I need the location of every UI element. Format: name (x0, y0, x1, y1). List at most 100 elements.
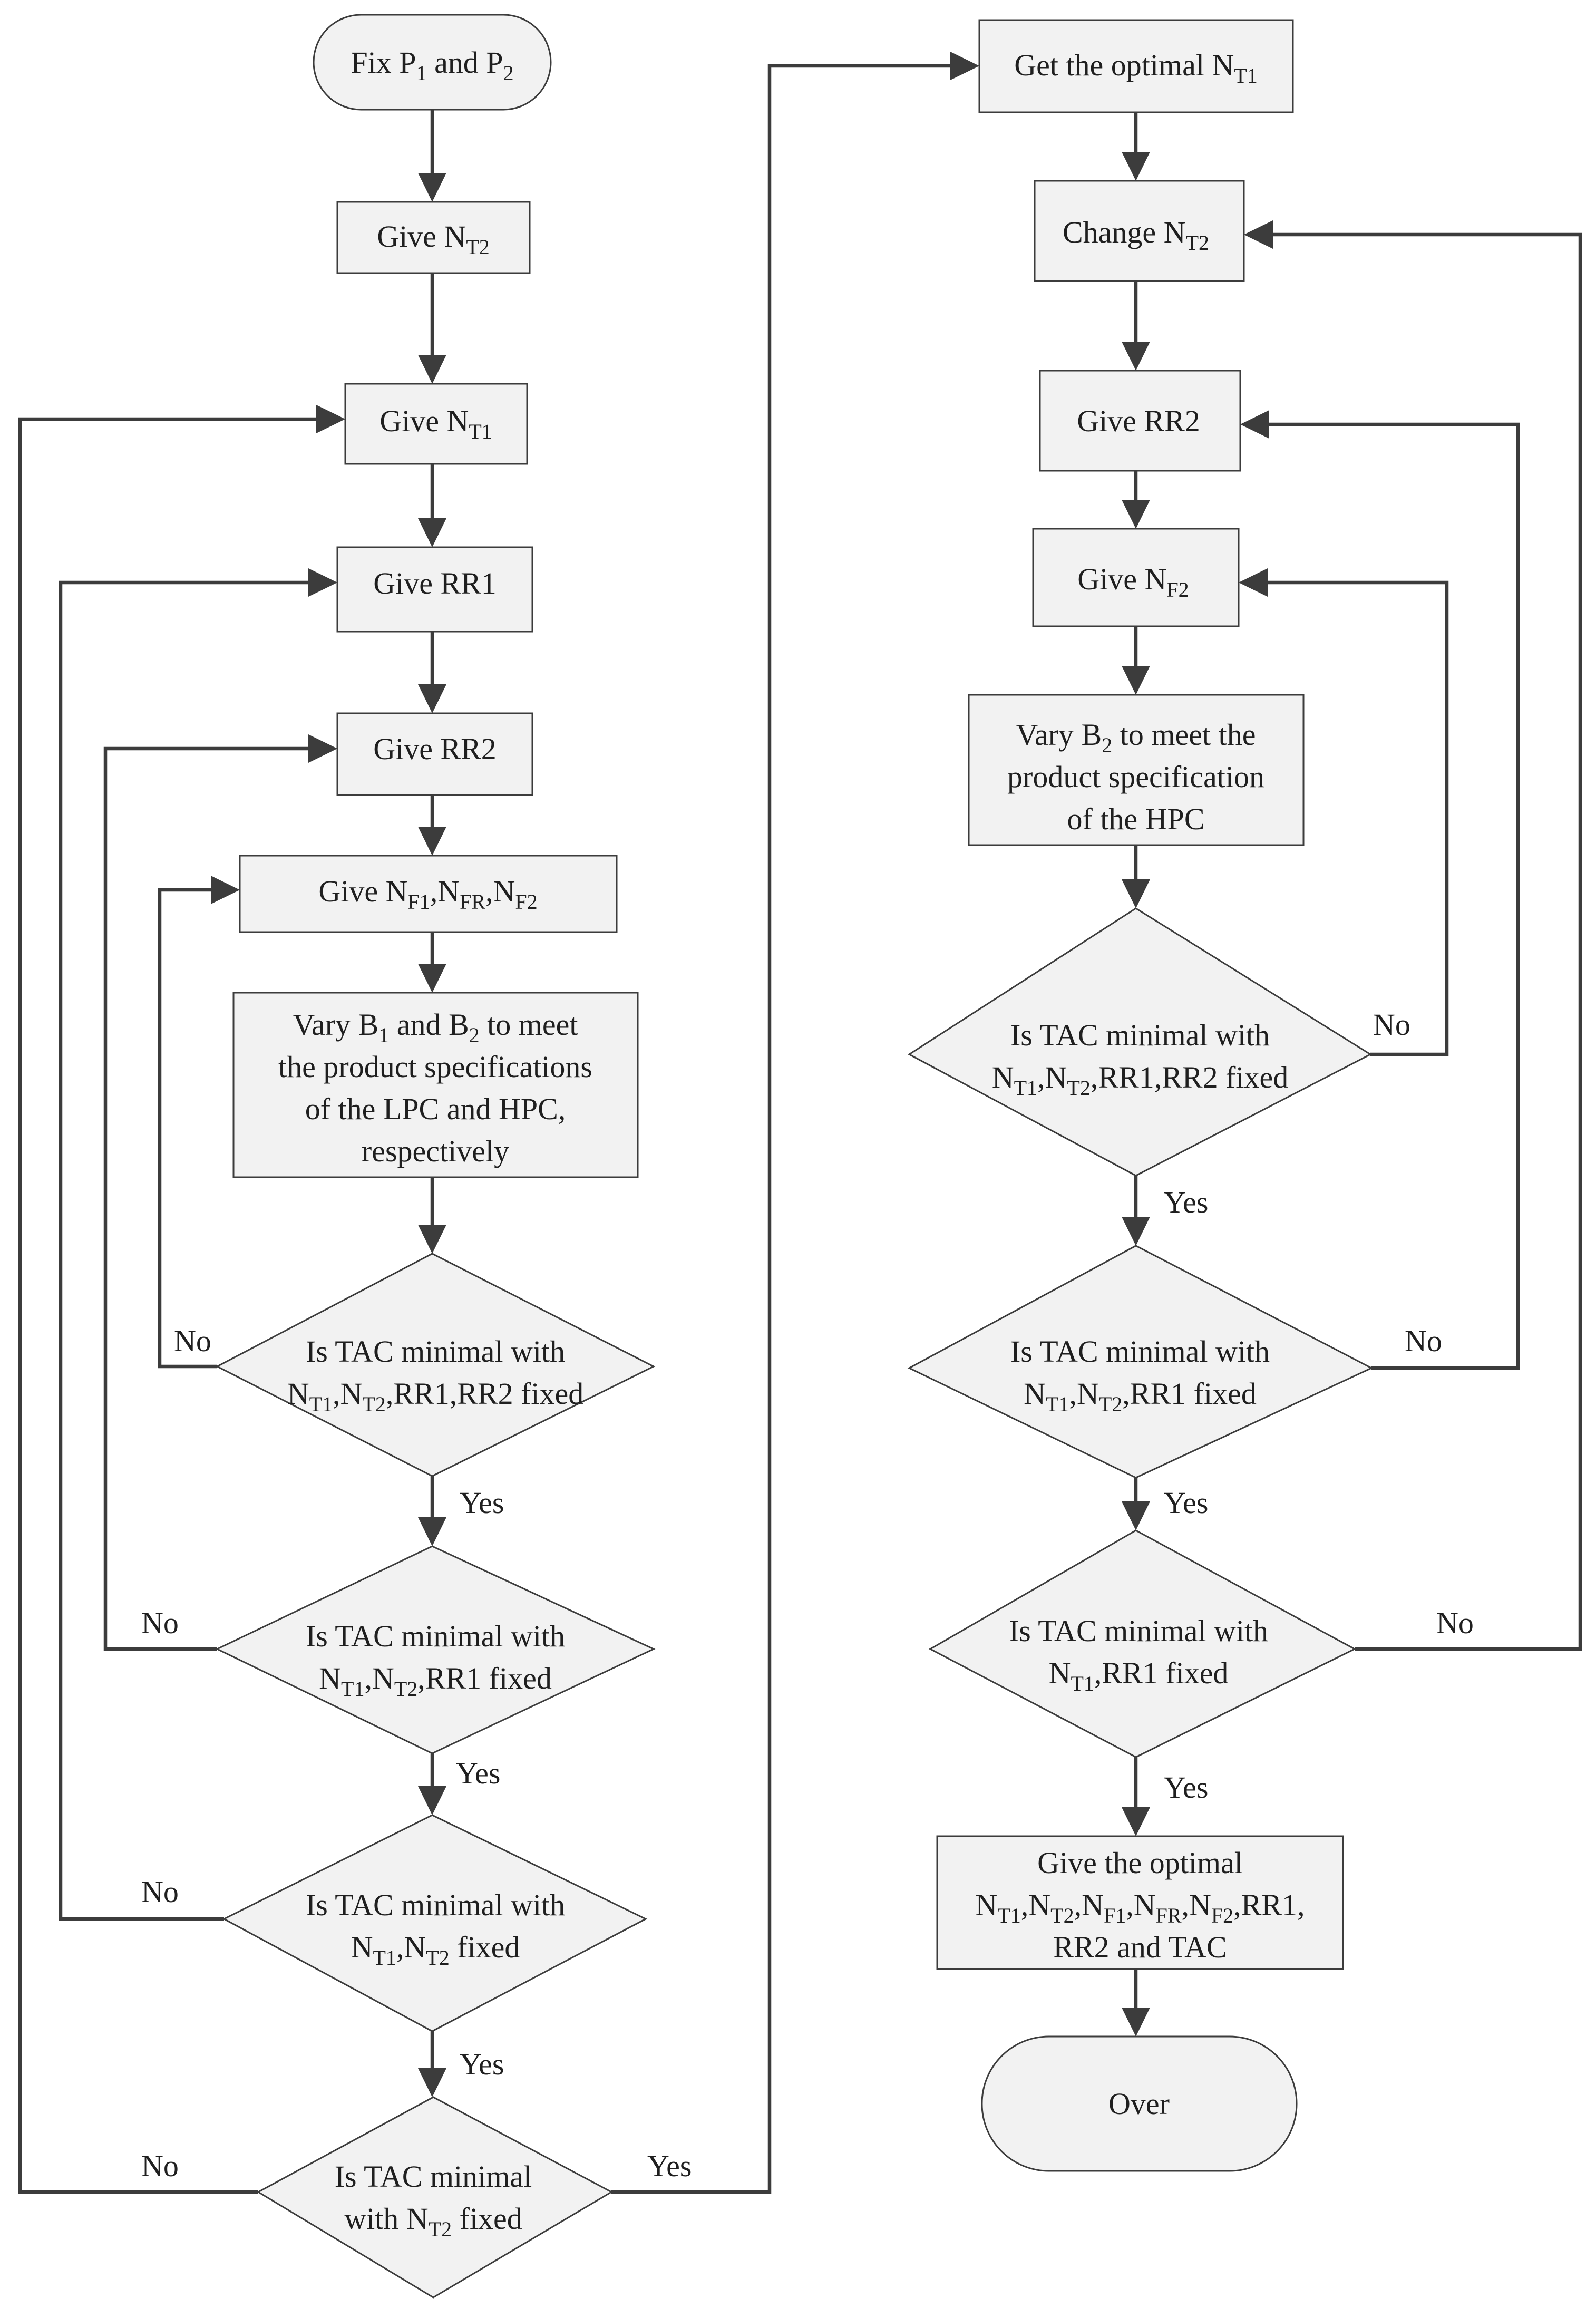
loop-right-check-1-no-to-give-nf2 (1268, 580, 1449, 1056)
arrowhead (308, 734, 337, 763)
edge-label-yes: Yes (1164, 1486, 1208, 1520)
decision-left-3: Is TAC minimal with NT1,NT2 fixed (222, 1814, 648, 2032)
process-get-optimal-nt1: Get the optimal NT1 (978, 19, 1294, 113)
decision-right-1: Is TAC minimal with NT1,NT2,RR1,RR2 fixe… (908, 907, 1373, 1177)
decision-right-2: Is TAC minimal with NT1,NT2,RR1 fixed (907, 1245, 1374, 1479)
svg-text:NT1,RR1 fixed: NT1,RR1 fixed (1049, 1656, 1229, 1695)
arrowhead (1122, 2008, 1150, 2037)
edge-label-no: No (1436, 1606, 1474, 1640)
arrowhead (418, 964, 446, 993)
svg-text:Change NT2: Change NT2 (1063, 215, 1209, 255)
edge-label-no: No (174, 1324, 211, 1358)
arrowhead (418, 173, 446, 202)
loop-check-3-no-to-give-rr1 (59, 580, 308, 1921)
arrowhead (418, 1225, 446, 1254)
svg-text:the product specifications: the product specifications (278, 1050, 592, 1084)
edge-label-yes: Yes (460, 2047, 504, 2081)
process-give-rr2-left: Give RR2 (336, 712, 533, 796)
arrowhead (418, 1517, 446, 1546)
edge-label-yes: Yes (647, 2149, 692, 2183)
process-give-nt1: Give NT1 (344, 383, 528, 465)
arrowhead (418, 684, 446, 713)
svg-text:Is TAC minimal with: Is TAC minimal with (306, 1334, 565, 1369)
loop-check-4-no-to-give-nt1 (18, 417, 316, 2194)
svg-text:NT1,NT2,RR1 fixed: NT1,NT2,RR1 fixed (1024, 1376, 1257, 1416)
arrowhead (418, 355, 446, 384)
arrowhead (1122, 1501, 1150, 1530)
loop-right-check-3-no-to-change-nt2 (1273, 232, 1582, 1651)
arrowhead (316, 405, 345, 433)
edge-label-no: No (1405, 1324, 1442, 1358)
process-give-nt2: Give NT2 (336, 201, 531, 274)
arrowhead (211, 876, 240, 904)
arrowhead (418, 518, 446, 547)
terminal-end: Over (981, 2035, 1298, 2172)
process-vary-b2: Vary B2 to meet the product specificatio… (968, 694, 1305, 846)
process-give-feeds: Give NF1,NFR,NF2 (239, 855, 618, 933)
arrowhead (950, 52, 979, 80)
process-give-rr1: Give RR1 (336, 546, 533, 633)
svg-text:Is TAC minimal with: Is TAC minimal with (306, 1619, 565, 1653)
svg-text:Is TAC minimal: Is TAC minimal (335, 2159, 532, 2194)
svg-text:NT1,NT2,NF1,NFR,NF2,RR1,: NT1,NT2,NF1,NFR,NF2,RR1, (975, 1888, 1305, 1927)
arrowhead (418, 827, 446, 856)
svg-text:product specification: product specification (1007, 760, 1264, 794)
svg-text:Is TAC minimal with: Is TAC minimal with (306, 1888, 565, 1922)
process-give-optimal: Give the optimal NT1,NT2,NF1,NFR,NF2,RR1… (936, 1835, 1344, 1970)
decision-right-3: Is TAC minimal with NT1,RR1 fixed (928, 1529, 1357, 1758)
edge-label-yes: Yes (460, 1486, 504, 1520)
arrowhead (1122, 666, 1150, 695)
edge-label-no: No (141, 1875, 179, 1909)
arrowhead (1122, 1217, 1150, 1246)
connectors (18, 64, 1582, 2194)
svg-text:Is TAC minimal with: Is TAC minimal with (1010, 1018, 1270, 1052)
svg-text:Is TAC minimal with: Is TAC minimal with (1009, 1614, 1268, 1648)
process-give-rr2-right: Give RR2 (1039, 370, 1241, 472)
svg-text:NT1,NT2,RR1,RR2 fixed: NT1,NT2,RR1,RR2 fixed (992, 1060, 1289, 1100)
svg-text:Over: Over (1108, 2087, 1170, 2121)
arrowhead (1244, 220, 1273, 249)
arrowhead (1122, 1807, 1150, 1836)
decision-left-2: Is TAC minimal with NT1,NT2,RR1 fixed (215, 1545, 656, 1754)
arrowhead (1122, 342, 1150, 371)
svg-text:Vary B2 to meet the: Vary B2 to meet the (1016, 717, 1256, 757)
process-give-nf2: Give NF2 (1032, 528, 1240, 627)
svg-text:NT1,NT2,RR1,RR2 fixed: NT1,NT2,RR1,RR2 fixed (287, 1376, 584, 1416)
process-change-nt2: Change NT2 (1034, 180, 1245, 282)
svg-text:Give NT2: Give NT2 (377, 219, 490, 259)
svg-text:respectively: respectively (362, 1134, 509, 1168)
edge-label-yes: Yes (1164, 1185, 1208, 1219)
svg-text:Fix P1 and P2: Fix P1 and P2 (351, 45, 513, 85)
svg-text:NT1,NT2,RR1 fixed: NT1,NT2,RR1 fixed (319, 1661, 552, 1701)
svg-text:Give NF1,NFR,NF2: Give NF1,NFR,NF2 (318, 874, 537, 914)
svg-text:Give RR1: Give RR1 (373, 566, 497, 600)
edge-label-yes: Yes (456, 1756, 500, 1790)
arrowhead (1239, 568, 1268, 597)
svg-text:Get the optimal NT1: Get the optimal NT1 (1014, 48, 1258, 88)
svg-text:with NT2 fixed: with NT2 fixed (344, 2202, 522, 2241)
arrowhead (418, 2068, 446, 2097)
svg-text:Give RR2: Give RR2 (373, 732, 497, 766)
arrowhead (418, 1786, 446, 1815)
arrowhead (1240, 410, 1269, 439)
arrowhead (1122, 879, 1150, 908)
decision-left-4: Is TAC minimal with NT2 fixed (256, 2096, 614, 2299)
arrowhead (308, 568, 337, 597)
svg-text:Give RR2: Give RR2 (1077, 404, 1200, 438)
edge-label-no: No (141, 1606, 179, 1640)
edge-labels: No Yes No Yes No Yes No Yes No Yes No Ye… (141, 1007, 1474, 2183)
svg-text:Give NT1: Give NT1 (379, 404, 492, 443)
loop-check-2-no-to-give-rr2 (103, 746, 308, 1651)
svg-text:of the LPC and HPC,: of the LPC and HPC, (305, 1092, 566, 1126)
svg-text:Give the optimal: Give the optimal (1037, 1846, 1243, 1880)
svg-text:Give NF2: Give NF2 (1077, 562, 1189, 602)
edge-label-yes: Yes (1164, 1770, 1208, 1805)
svg-text:of the HPC: of the HPC (1067, 802, 1205, 836)
edge-label-no: No (141, 2149, 179, 2183)
arrowhead (1122, 500, 1150, 529)
process-vary-b1-b2: Vary B1 and B2 to meet the product speci… (232, 992, 639, 1178)
svg-text:Vary B1 and B2 to meet: Vary B1 and B2 to meet (293, 1007, 578, 1047)
edge-label-no: No (1373, 1007, 1410, 1042)
arrowhead (1122, 152, 1150, 181)
